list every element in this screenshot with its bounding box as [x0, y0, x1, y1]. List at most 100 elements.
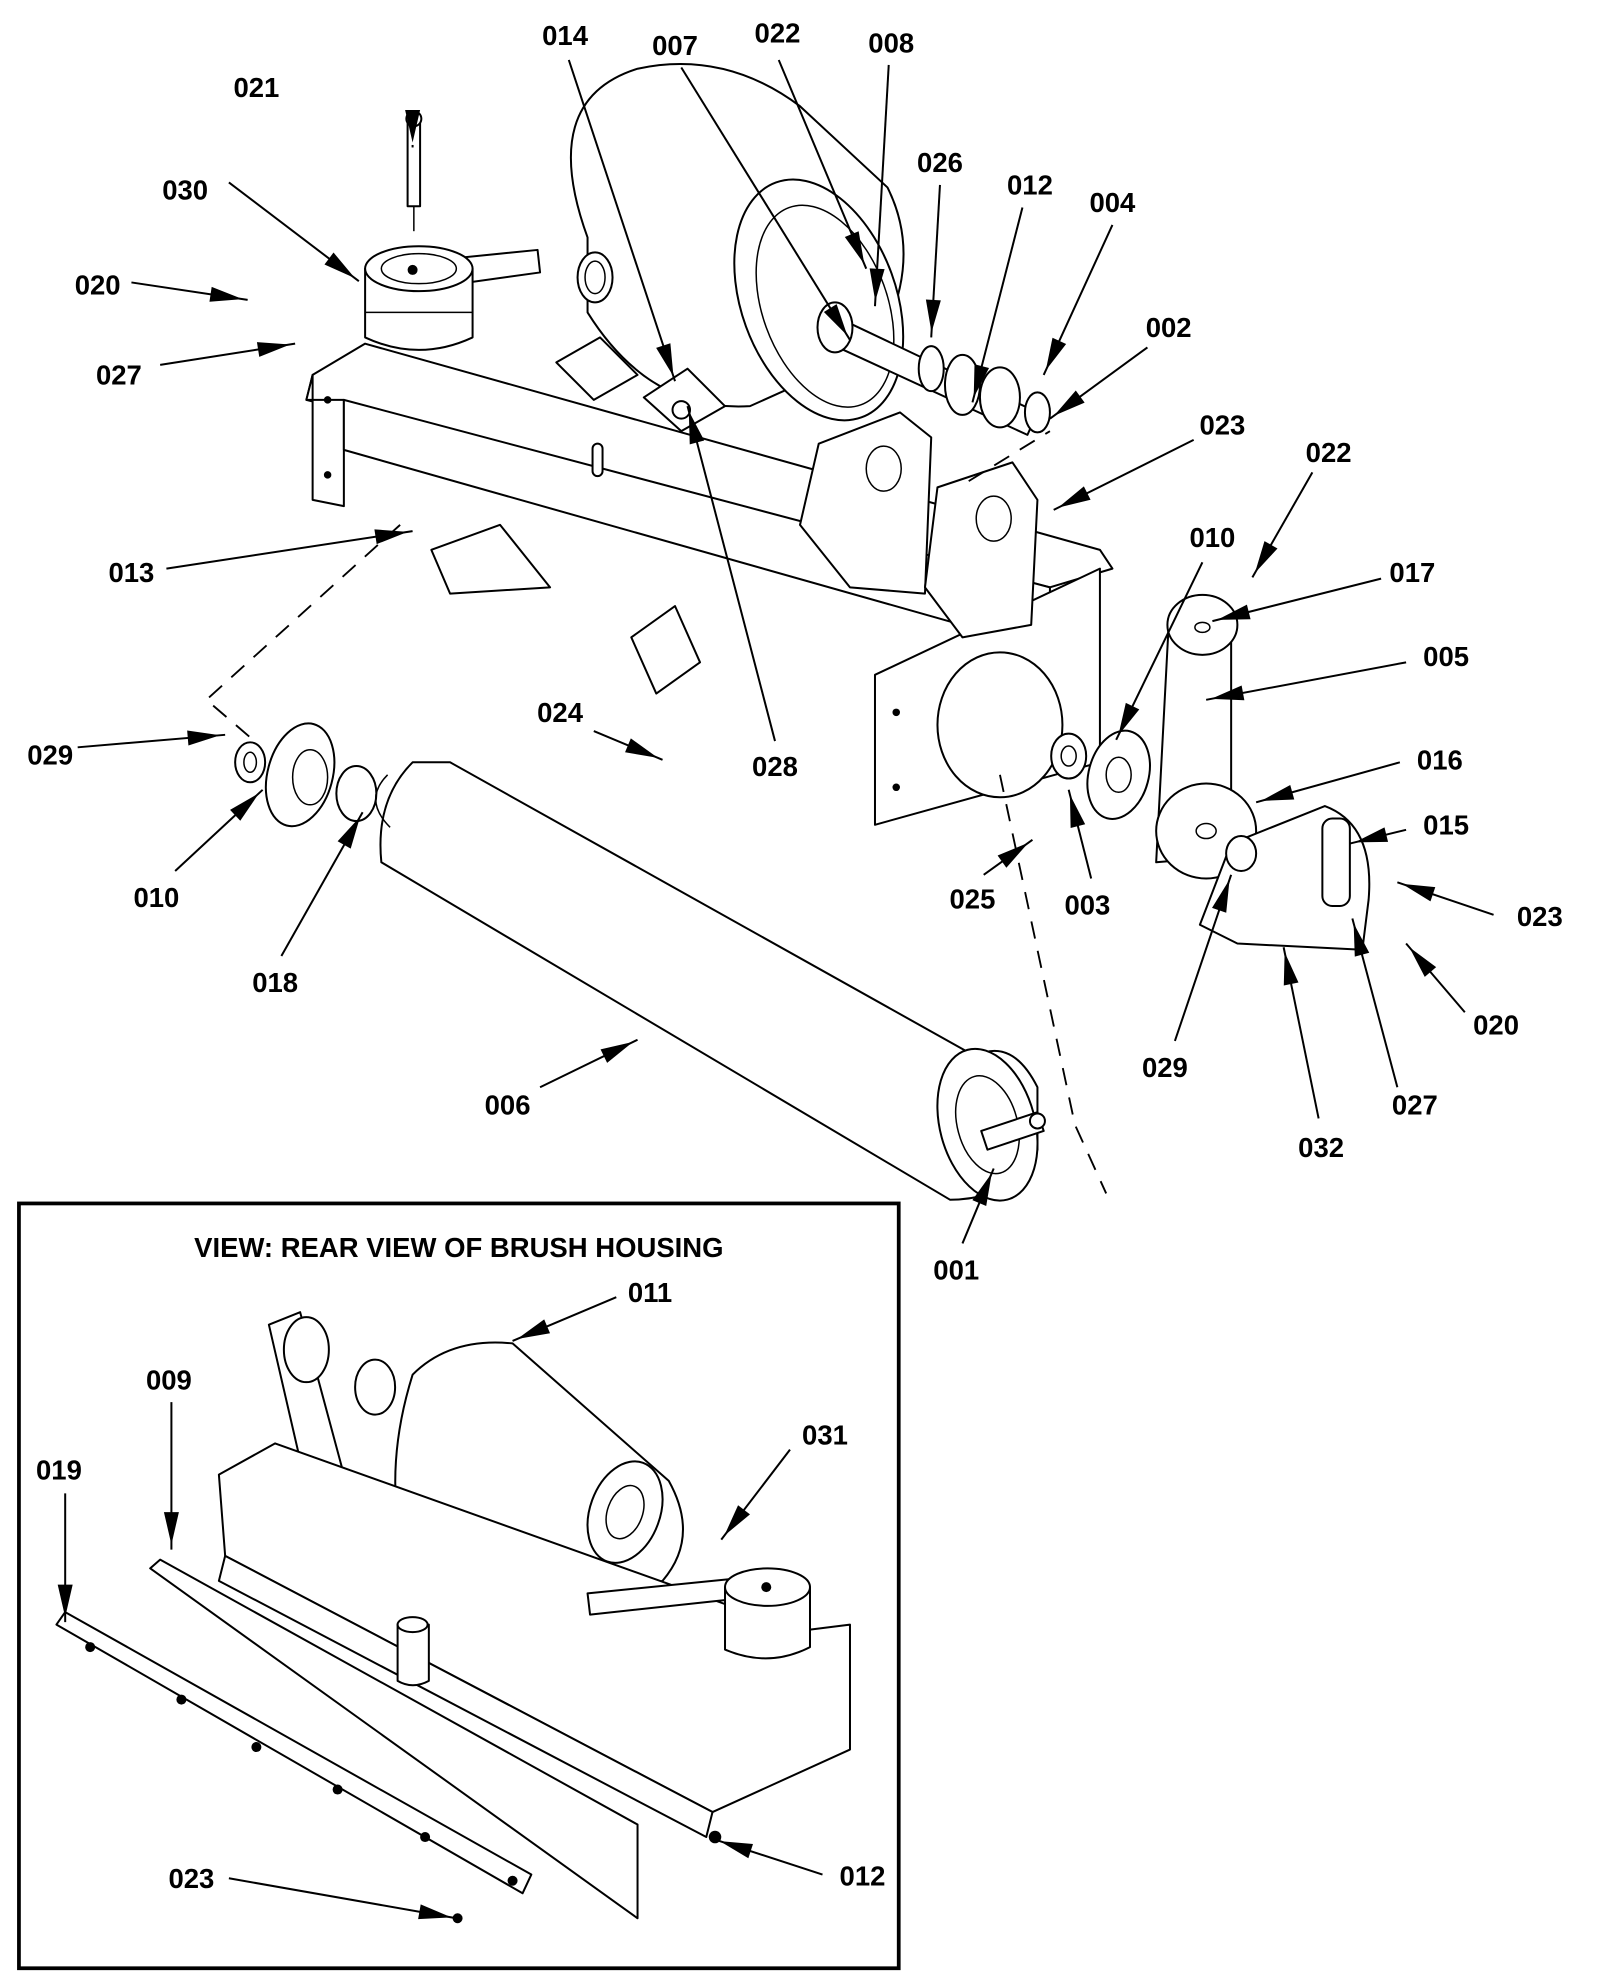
arrowhead-icon — [1254, 541, 1278, 574]
callout-label: 029 — [1142, 1052, 1188, 1083]
arrowhead-icon — [337, 816, 361, 849]
callout-015: 015 — [1349, 810, 1469, 845]
callout-label: 026 — [917, 147, 963, 178]
arrowhead-icon — [324, 252, 355, 279]
callout-011: 011 — [512, 1277, 672, 1342]
rear-view-inset: VIEW: REAR VIEW OF BRUSH HOUSING — [17, 1201, 901, 1971]
callout-023-c: 023 — [168, 1863, 457, 1920]
leader-line — [686, 405, 776, 742]
leader-line — [166, 530, 413, 570]
callout-029-a: 029 — [27, 730, 226, 771]
leader-line — [777, 59, 868, 270]
arrowhead-icon — [600, 1041, 634, 1063]
callout-021: 021 — [233, 72, 421, 148]
arrowhead-icon — [973, 364, 990, 398]
belt-drive — [1050, 593, 1371, 951]
arrowhead-icon — [1409, 947, 1437, 977]
arrowhead-icon — [1353, 923, 1370, 957]
callout-022-a: 022 — [755, 17, 868, 270]
callout-017: 017 — [1212, 557, 1435, 623]
callout-label: 012 — [1007, 170, 1053, 201]
arrowhead-icon — [1058, 486, 1091, 508]
arrowhead-icon — [209, 286, 243, 302]
callout-023-a: 023 — [1053, 410, 1245, 511]
callout-label: 014 — [542, 20, 589, 51]
arrowhead-icon — [374, 529, 408, 545]
callout-008: 008 — [868, 27, 914, 307]
arrowhead-icon — [823, 304, 848, 336]
callout-label: 012 — [840, 1861, 886, 1892]
callout-label: 023 — [1199, 410, 1245, 441]
callout-032: 032 — [1282, 947, 1344, 1163]
arrowhead-icon — [187, 730, 221, 746]
callout-label: 029 — [27, 740, 73, 771]
callout-010-a: 010 — [1115, 522, 1235, 741]
callout-030: 030 — [162, 175, 360, 282]
callout-023-b: 023 — [1397, 881, 1563, 932]
callout-label: 015 — [1423, 810, 1469, 841]
callout-label: 018 — [252, 967, 298, 998]
arrowhead-icon — [1212, 879, 1230, 913]
arrowhead-icon — [1283, 952, 1299, 986]
arrowhead-icon — [517, 1319, 551, 1339]
callout-label: 011 — [628, 1277, 672, 1308]
callout-012-b: 012 — [714, 1838, 886, 1892]
callout-label: 022 — [1306, 437, 1352, 468]
callout-label: 003 — [1064, 890, 1110, 921]
callout-013: 013 — [108, 529, 413, 588]
callout-label: 005 — [1423, 641, 1469, 672]
callout-label: 027 — [1392, 1089, 1438, 1120]
arrowhead-icon — [1211, 685, 1245, 701]
callout-label: 002 — [1146, 312, 1192, 343]
callout-label: 032 — [1298, 1132, 1344, 1163]
callout-025: 025 — [950, 838, 1034, 914]
arrowhead-icon — [997, 842, 1029, 868]
callout-label: 025 — [950, 883, 996, 914]
arrowhead-icon — [844, 231, 865, 265]
callout-014: 014 — [542, 20, 676, 382]
callout-label: 006 — [485, 1089, 531, 1120]
callout-018: 018 — [252, 811, 364, 998]
callout-label: 023 — [1517, 901, 1563, 932]
left-end-bearing-parts — [234, 722, 391, 828]
callout-label: 009 — [146, 1364, 192, 1395]
callout-007: 007 — [652, 30, 851, 341]
alignment-line-top — [968, 430, 1051, 482]
callout-label: 020 — [1473, 1010, 1519, 1041]
arrowhead-icon — [625, 738, 658, 758]
arrowhead-icon — [925, 299, 941, 333]
callout-label: 027 — [96, 360, 142, 391]
callout-024: 024 — [537, 697, 663, 761]
arrowhead-icon — [688, 410, 705, 445]
callout-020-b: 020 — [1405, 942, 1519, 1041]
callout-012-a: 012 — [971, 170, 1053, 403]
callout-label: 008 — [868, 27, 914, 58]
callout-027-a: 027 — [96, 342, 296, 391]
arrowhead-icon — [256, 342, 291, 357]
callout-label: 001 — [933, 1254, 979, 1285]
inset-title: VIEW: REAR VIEW OF BRUSH HOUSING — [194, 1232, 723, 1263]
arrowhead-icon — [1402, 883, 1436, 902]
callout-022-b: 022 — [1251, 437, 1352, 578]
arrowhead-icon — [719, 1841, 753, 1859]
callout-019: 019 — [36, 1454, 82, 1623]
leader-line — [228, 1877, 457, 1920]
callout-006: 006 — [485, 1038, 638, 1120]
arrowhead-icon — [972, 1173, 992, 1206]
arrowhead-icon — [1118, 702, 1140, 736]
arrowhead-icon — [1217, 604, 1251, 620]
callout-027-b: 027 — [1351, 918, 1438, 1120]
callout-label: 024 — [537, 697, 584, 728]
arrowhead-icon — [57, 1584, 73, 1618]
brush-roller — [379, 761, 1046, 1202]
arrowhead-icon — [724, 1505, 750, 1536]
inset-housing — [55, 1311, 851, 1924]
callout-001: 001 — [933, 1168, 995, 1285]
callout-label: 004 — [1089, 187, 1136, 218]
leader-line — [567, 59, 676, 382]
arrowhead-icon — [163, 1512, 179, 1545]
arrowhead-icon — [869, 268, 885, 302]
inset-frame — [17, 1201, 901, 1971]
callout-label: 010 — [133, 882, 179, 913]
